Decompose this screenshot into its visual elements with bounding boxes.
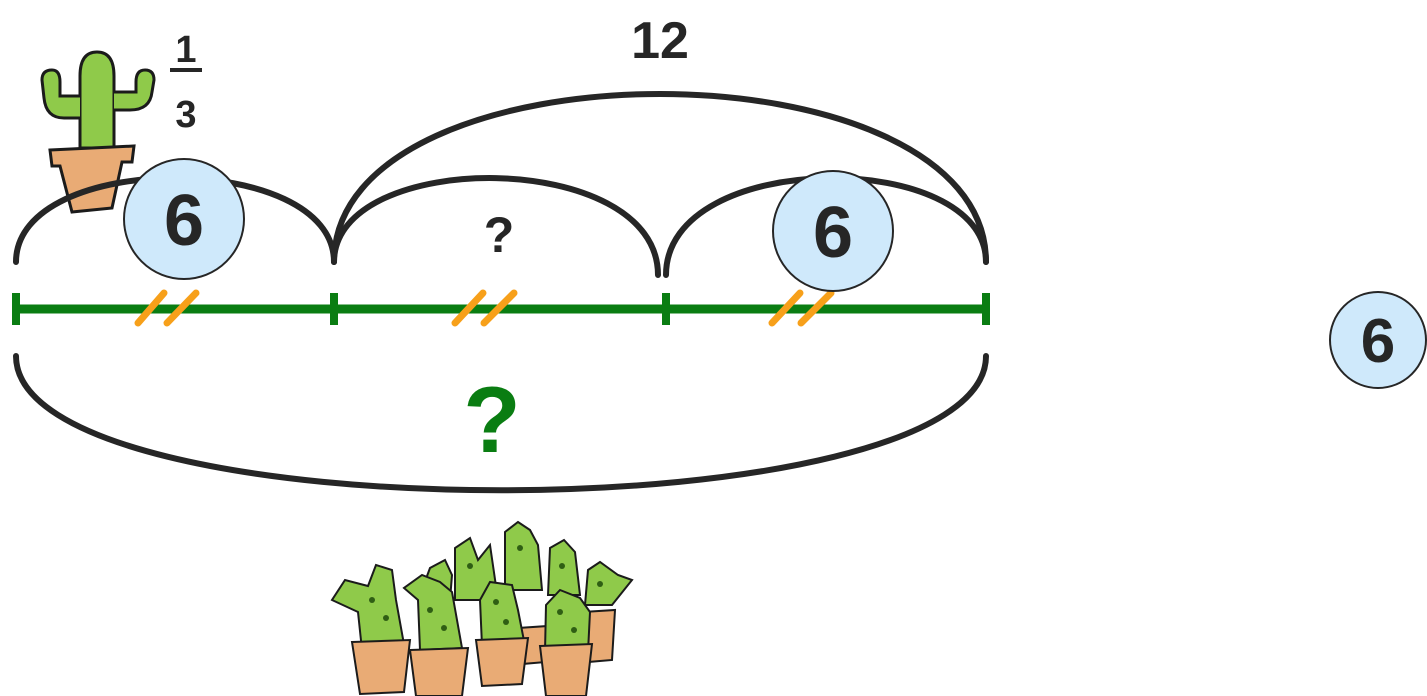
first-part-value: 6 <box>164 181 204 261</box>
middle-unknown-label: ? <box>484 207 515 263</box>
side-value: 6 <box>1361 307 1395 376</box>
first-part-value-circle: 6 <box>123 158 245 280</box>
total-top-label: 12 <box>631 12 689 70</box>
arc-middle-part <box>331 175 661 278</box>
third-part-value-circle: 6 <box>772 170 894 292</box>
fraction-numerator: 1 <box>175 29 196 71</box>
fraction-denominator: 3 <box>175 94 196 136</box>
arc-whole-bottom <box>13 353 989 494</box>
fraction-one-third: 1 3 <box>170 29 202 136</box>
potted-cactus-group-icon <box>330 520 634 696</box>
equal-part-mark <box>768 289 835 327</box>
third-part-value: 6 <box>813 193 853 273</box>
fraction-bar <box>170 68 202 72</box>
side-value-circle: 6 <box>1329 291 1427 389</box>
total-unknown-label: ? <box>463 367 520 472</box>
arc-two-parts-top <box>331 91 989 265</box>
equal-part-mark <box>134 289 200 327</box>
equal-part-mark <box>451 289 518 327</box>
